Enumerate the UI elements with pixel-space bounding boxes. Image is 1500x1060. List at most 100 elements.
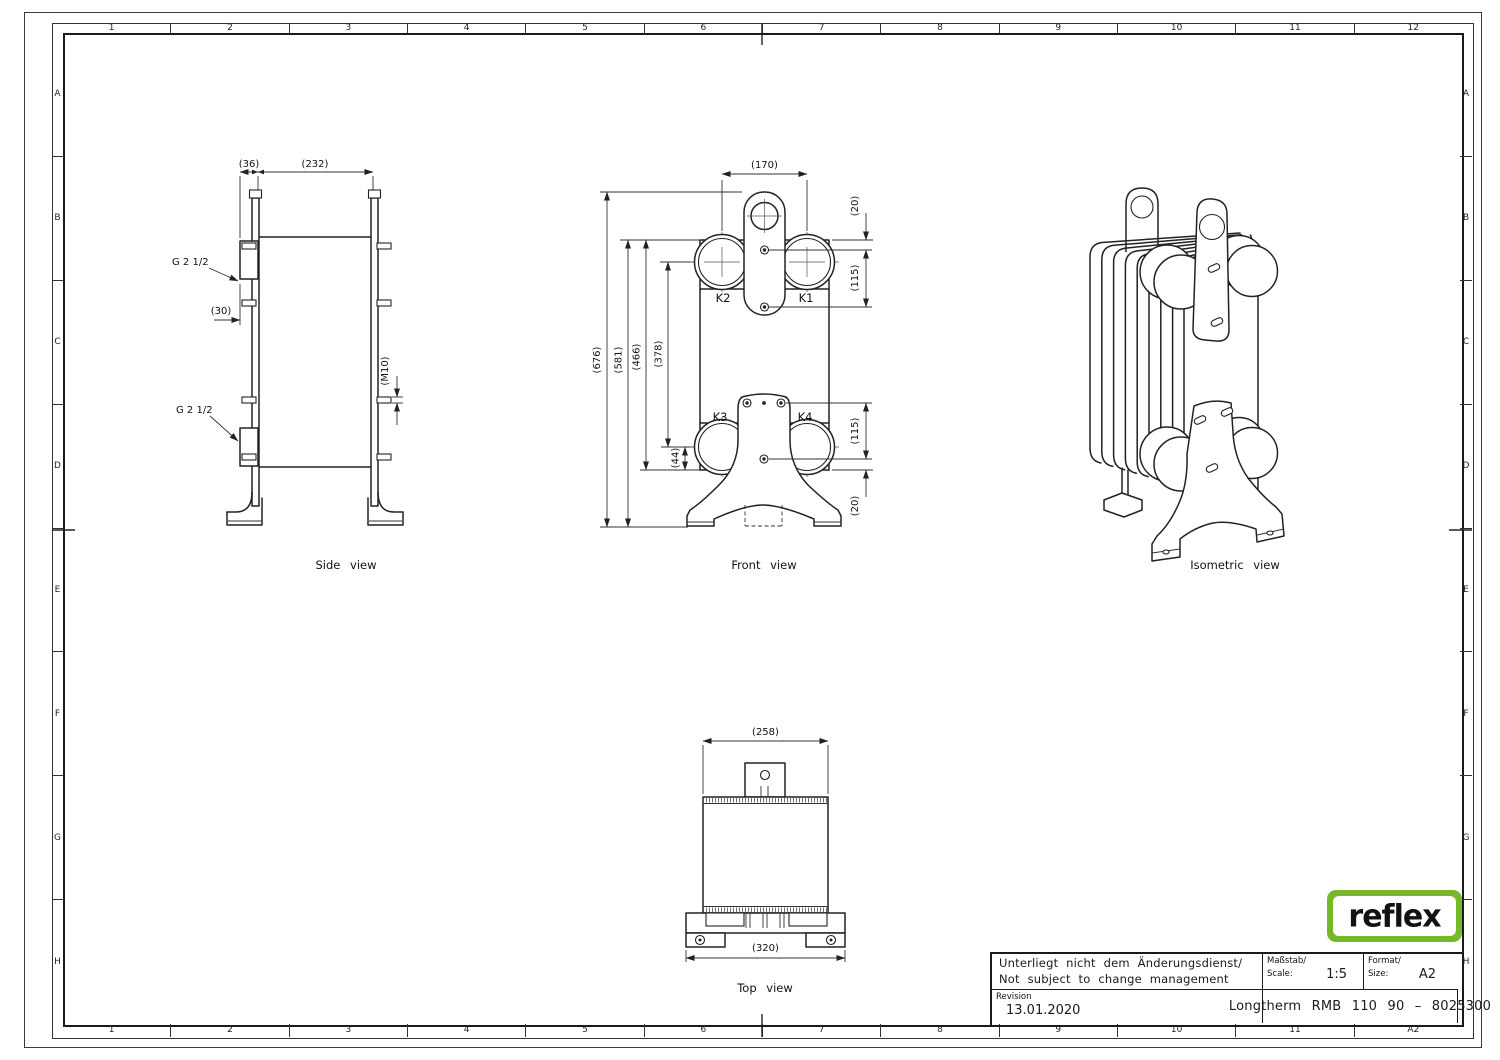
scale-value: 1:5 (1326, 967, 1347, 982)
grid-column-label: 1 (53, 23, 172, 33)
dim-label-screw-offset-top: (20) (850, 196, 861, 217)
port-label-k1: K1 (799, 291, 814, 305)
note-line-en: Not subject to change management (999, 971, 1229, 986)
scale-label-de: Maßstab/ (1267, 956, 1307, 966)
grid-column-label: 10 (1118, 1024, 1237, 1037)
dim-label-bracket-offset: (36) (239, 159, 260, 170)
title-block: Unterliegt nicht dem Änderungsdienst/ No… (990, 952, 1491, 1027)
dim-label-plate-height: (466) (632, 343, 643, 370)
top-foot-wing-right (805, 932, 846, 948)
grid-row-label: H (54, 956, 61, 967)
front-view: K2 K1 K3 K4 (676) (581) (466) (378) (44)… (592, 160, 873, 572)
top-foot-wing-left (685, 932, 726, 948)
grid-column-label: 9 (1000, 23, 1118, 33)
grid-column-label: 11 (1236, 1024, 1355, 1037)
iso-rear-foot (1103, 467, 1143, 518)
side-body (257, 236, 374, 468)
scale-label-en: Scale: (1267, 968, 1293, 979)
reflex-logo-inner: reflex (1333, 896, 1456, 936)
dim-label-port-to-bottom: (44) (671, 448, 682, 469)
grid-row-label: E (1460, 529, 1472, 653)
dim-label-bolt-thread: (M10) (380, 356, 391, 385)
grid-row-label: A (52, 33, 63, 157)
dim-label-conn-offset: (30) (211, 306, 232, 317)
grid-column-label: 5 (526, 23, 645, 33)
sheet-outer-border (24, 12, 1482, 1048)
grid-column-label: 1 (53, 1024, 172, 1037)
dim-label-port-centers-horizontal: (170) (751, 160, 778, 171)
dim-label-total-height: (676) (592, 346, 603, 373)
dim-label-screw-spacing-bottom: (115) (850, 417, 861, 444)
conn-label-bottom: G 2 1/2 (176, 405, 213, 416)
grid-row-label: G (52, 776, 63, 901)
side-view-caption: Side view (315, 558, 376, 572)
grid-row-label: E (52, 529, 63, 653)
grid-corner-label: A2 (1407, 1025, 1420, 1035)
port-label-k3: K3 (713, 410, 728, 424)
grid-column-label: 8 (881, 1024, 1000, 1037)
grid-column-label: 4 (408, 1024, 527, 1037)
top-bracket-hole (759, 769, 771, 781)
conn-label-top: G 2 1/2 (172, 257, 209, 268)
grid-column-label: 3 (290, 1024, 408, 1037)
side-view: (36) (232) (30) (M10) (172, 159, 404, 572)
dim-label-port-centers-vertical: (378) (654, 340, 665, 367)
note-line-de: Unterliegt nicht dem Änderungsdienst/ (999, 956, 1243, 970)
title-block-note: Unterliegt nicht dem Änderungsdienst/ No… (992, 954, 1263, 990)
side-bolt-tabs (241, 242, 392, 461)
title-block-format: Format/ Size: A2 (1364, 954, 1458, 990)
dim-label-screw-offset-bottom: (20) (850, 496, 861, 517)
grid-column-label: 4 (408, 23, 527, 33)
top-view-foot-dimension: (320) (685, 943, 846, 962)
top-view-caption: Top view (736, 981, 793, 995)
grid-rows-right: A B C D E F G H (1460, 33, 1472, 1023)
title-block-scale: Maßstab/ Scale: 1:5 (1263, 954, 1364, 990)
grid-row-label: D (1460, 405, 1472, 529)
strip-cap (367, 189, 382, 199)
grid-column-label: 5 (526, 1024, 645, 1037)
grid-column-label: 12 (1407, 23, 1419, 33)
grid-rows-left: A B C D E F G H (52, 33, 63, 1023)
title-block-title-cell: Longtherm RMB 110 90 – 8025300 (1229, 990, 1491, 1023)
top-view-dimensions: (258) (702, 727, 829, 794)
revision-value: 13.01.2020 (1006, 1003, 1081, 1018)
grid-column-label: 7 (763, 1024, 882, 1037)
iso-rear-bracket (1125, 187, 1159, 252)
title-block-revision: Revision 13.01.2020 (992, 990, 1263, 1023)
iso-foot-bracket (1151, 400, 1285, 562)
grid-column-label: 9 (1000, 1024, 1118, 1037)
grid-column-label: 3 (290, 23, 408, 33)
port-label-k2: K2 (716, 291, 731, 305)
format-label-de: Format/ (1368, 956, 1401, 966)
side-feet (226, 491, 404, 526)
grid-column-label: 11 (1236, 23, 1355, 33)
grid-row-label: C (52, 281, 63, 405)
iso-top-bracket (1192, 198, 1230, 342)
reflex-logo: reflex (1327, 890, 1462, 942)
dim-label-foot-width: (320) (752, 943, 779, 954)
top-view: (258) (320) Top view (685, 727, 846, 995)
grid-row-label: D (52, 405, 63, 529)
grid-row-label: G (1460, 776, 1472, 901)
isometric-view-caption: Isometric view (1190, 558, 1280, 572)
top-body (702, 796, 829, 914)
front-view-caption: Front view (731, 558, 796, 572)
grid-columns-bottom: 1 2 3 4 5 6 7 8 9 10 11 A2 (53, 1024, 1472, 1037)
grid-row-label: F (1460, 652, 1472, 777)
port-k2 (690, 232, 754, 292)
front-top-bracket (743, 191, 786, 316)
dim-label-body-width: (258) (752, 727, 779, 738)
grid-column-label: 8 (881, 23, 1000, 33)
grid-columns-top: 1 2 3 4 5 6 7 8 9 10 11 12 (53, 23, 1472, 33)
front-view-dimensions: (676) (581) (466) (378) (44) (170) (20) … (592, 160, 869, 528)
grid-row-label: A (1460, 33, 1472, 157)
port-label-k4: K4 (798, 410, 813, 424)
dim-label-height-to-foot: (581) (614, 346, 625, 373)
grid-column-label: 2 (171, 1024, 290, 1037)
top-foot-slots (745, 913, 785, 928)
revision-label: Revision (996, 992, 1032, 1002)
strip-cap (248, 189, 263, 199)
grid-row-label: C (1460, 281, 1472, 405)
top-bracket-slot (760, 786, 769, 797)
